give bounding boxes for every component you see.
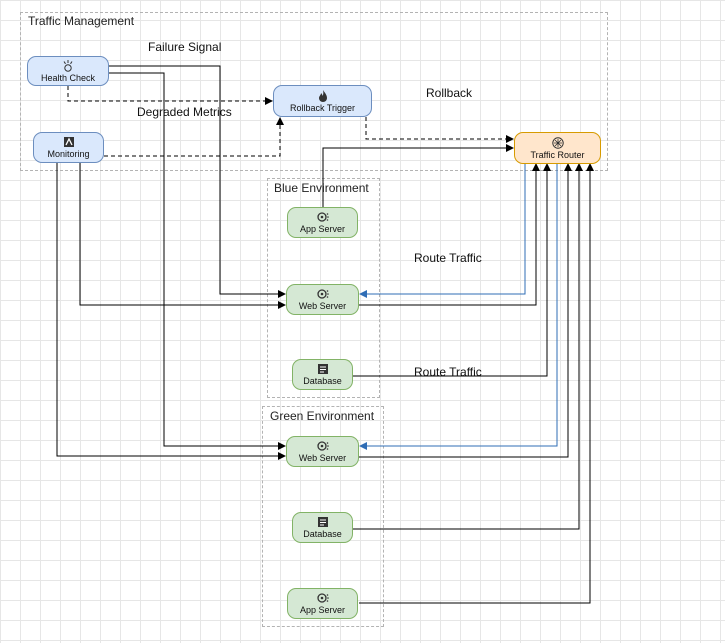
flame-icon (318, 89, 327, 102)
blue-web-server-node[interactable]: Web Server (286, 284, 359, 315)
edge-blue-db-router (353, 163, 551, 377)
database-icon (317, 517, 328, 528)
health-check-node[interactable]: Health Check (27, 56, 109, 86)
blue-app-server-node[interactable]: App Server (287, 207, 358, 238)
edge-monitoring-rollback (104, 117, 284, 157)
label-degraded-metrics: Degraded Metrics (137, 105, 232, 119)
monitoring-label: Monitoring (47, 149, 90, 160)
blue-web-server-label: Web Server (298, 301, 347, 312)
label-route-traffic-1: Route Traffic (414, 251, 482, 265)
edge-monitoring-green-web (56, 163, 286, 460)
label-rollback: Rollback (426, 86, 473, 100)
sentry-icon (63, 137, 74, 148)
blue-database-label: Database (303, 376, 342, 387)
edge-health-blue-web (109, 65, 286, 298)
edge-blue-web-router (359, 163, 540, 306)
edge-blue-app-router (322, 144, 514, 207)
rollback-trigger-node[interactable]: Rollback Trigger (273, 85, 372, 117)
label-failure-signal: Failure Signal (148, 40, 222, 54)
edge-green-app-router (359, 163, 594, 604)
blue-app-server-label: App Server (299, 224, 346, 235)
health-check-label: Health Check (40, 72, 96, 83)
rollback-trigger-label: Rollback Trigger (289, 102, 356, 113)
traffic-router-label: Traffic Router (530, 149, 585, 160)
blue-environment-title: Blue Environment (274, 181, 369, 195)
traffic-management-title: Traffic Management (28, 14, 135, 28)
gear-icon (316, 212, 329, 222)
green-database-label: Database (303, 529, 342, 540)
green-environment-group (262, 406, 384, 627)
gear-icon (316, 289, 329, 299)
traffic-management-group (20, 12, 608, 171)
edge-router-green-web (359, 164, 558, 450)
edge-health-green-web (109, 72, 286, 450)
blue-database-node[interactable]: Database (292, 359, 353, 390)
green-app-server-node[interactable]: App Server (287, 588, 358, 619)
edge-monitoring-blue-web (79, 163, 286, 309)
green-app-server-label: App Server (299, 605, 346, 616)
green-web-server-node[interactable]: Web Server (286, 436, 359, 467)
monitoring-node[interactable]: Monitoring (33, 132, 104, 163)
green-environment-title: Green Environment (270, 409, 375, 423)
label-route-traffic-2: Route Traffic (414, 365, 482, 379)
traffic-router-node[interactable]: Traffic Router (514, 132, 601, 164)
edge-green-db-router (353, 163, 583, 530)
edge-green-web-router (359, 163, 572, 458)
edge-rollback-router (365, 117, 514, 143)
edge-router-blue-web (359, 164, 526, 298)
helm-icon (63, 59, 73, 72)
gear-icon (316, 593, 329, 603)
green-database-node[interactable]: Database (292, 512, 353, 543)
router-icon (551, 136, 564, 149)
green-web-server-label: Web Server (298, 453, 347, 464)
gear-icon (316, 441, 329, 451)
database-icon (317, 364, 328, 375)
edge-health-rollback (67, 86, 273, 105)
